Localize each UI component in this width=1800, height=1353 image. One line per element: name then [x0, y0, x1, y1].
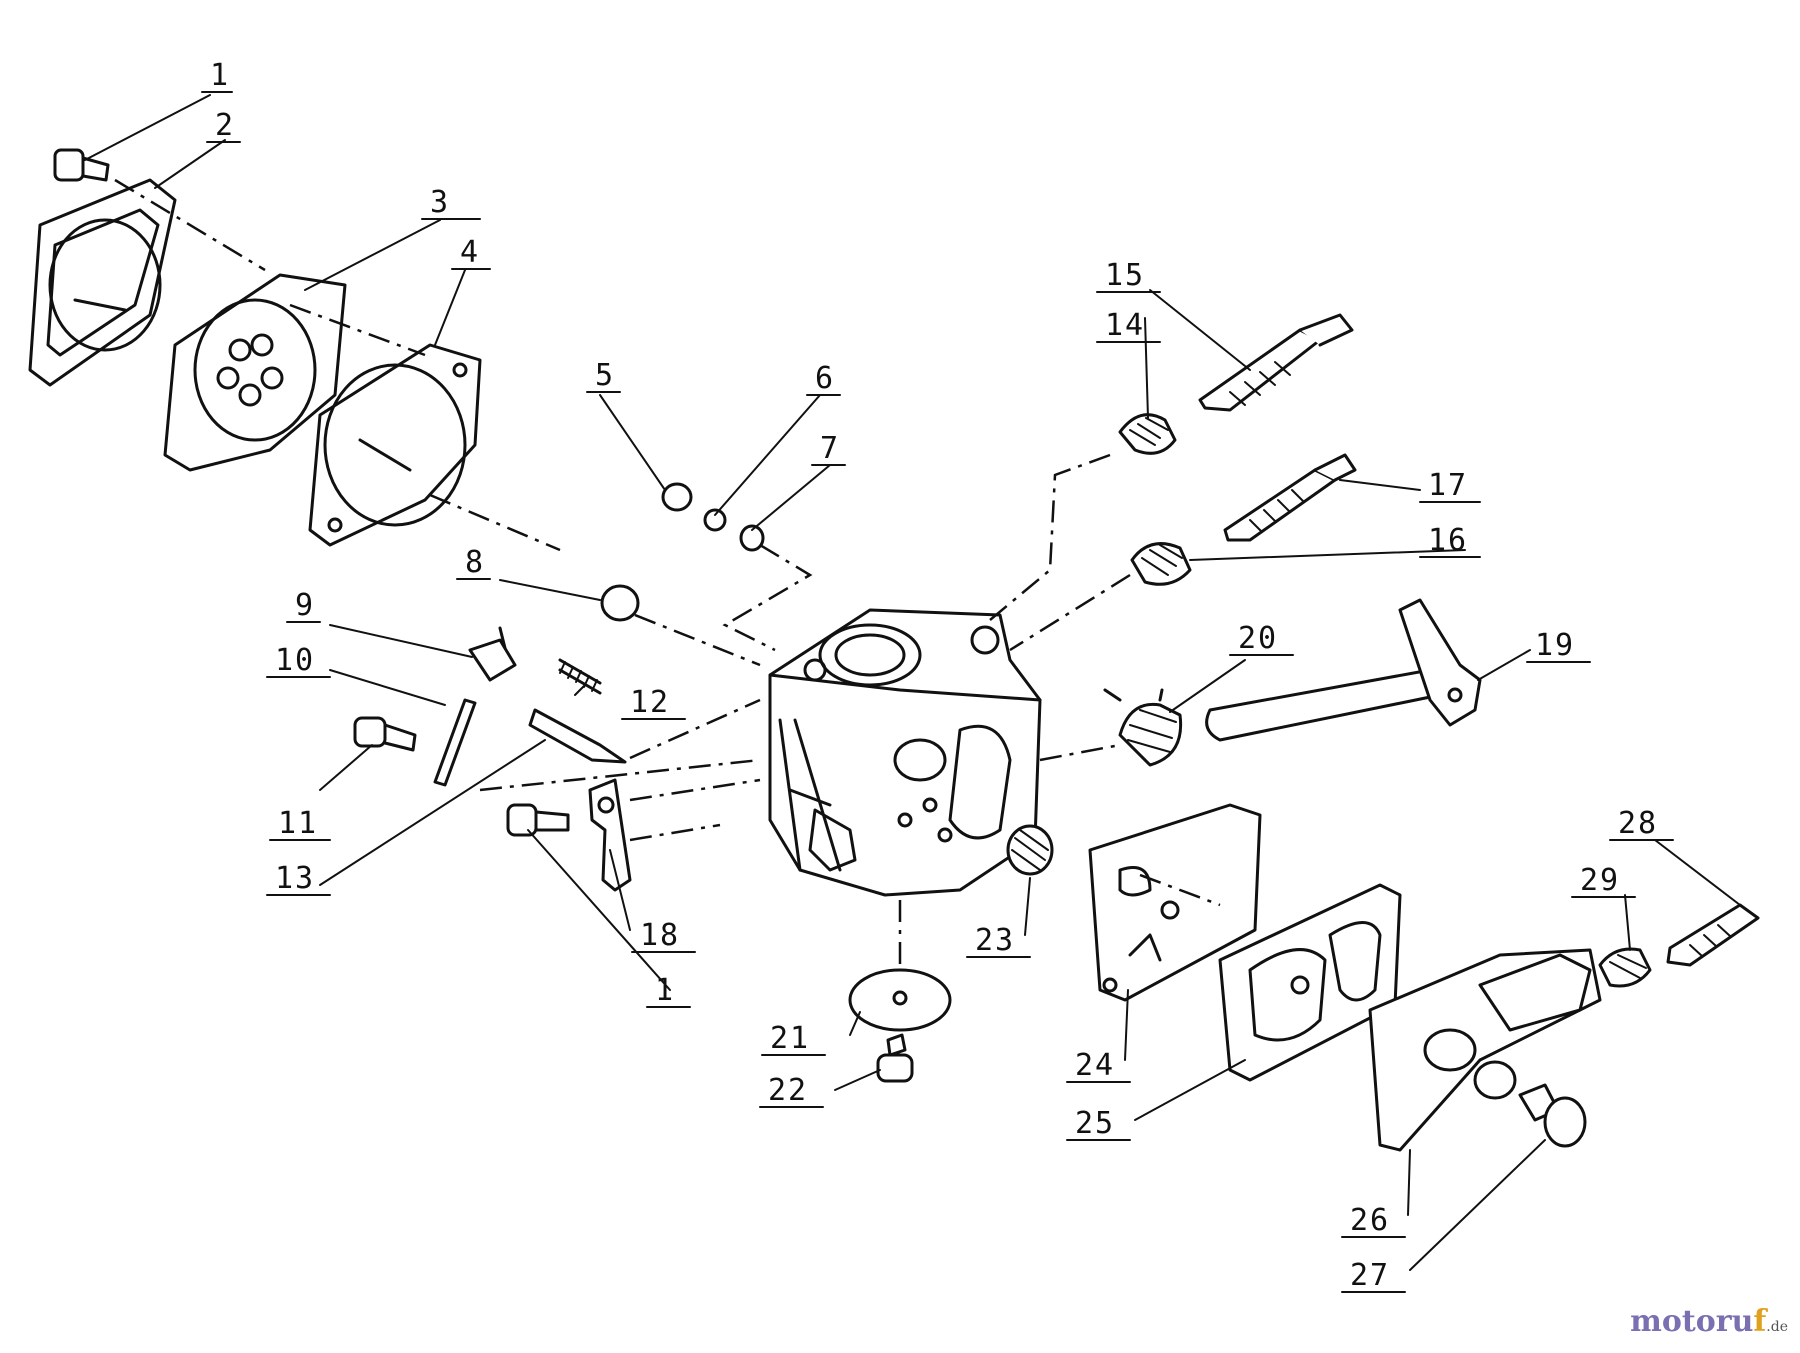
throttle-spring-part-20: [1103, 688, 1183, 767]
watermark-logo: motoruf.de: [1630, 1304, 1788, 1339]
part-label-3: 3: [430, 185, 450, 220]
part-label-19: 19: [1535, 628, 1575, 663]
leader-lines: [84, 94, 1741, 1271]
clip-part-18: [588, 778, 632, 892]
pump-diaphragm-part-3: [163, 273, 347, 472]
part-label-6: 6: [815, 361, 835, 396]
screw-part-27: [1518, 1083, 1587, 1148]
metering-cover-part-26: [1368, 948, 1602, 1152]
part-label-9: 9: [295, 588, 315, 623]
part-label-20: 20: [1238, 621, 1278, 656]
part-label-17: 17: [1428, 468, 1468, 503]
part-label-26: 26: [1350, 1203, 1390, 1238]
part-label-1-lower: 1: [655, 973, 675, 1008]
part-label-4: 4: [460, 235, 480, 270]
gasket-part-24: [1088, 803, 1262, 1002]
part-label-21: 21: [770, 1021, 810, 1056]
part-label-2: 2: [215, 108, 235, 143]
part-label-8: 8: [465, 545, 485, 580]
part-label-14: 14: [1105, 308, 1145, 343]
inlet-lever-part-9: [468, 626, 517, 682]
lever-pin-part-10: [433, 698, 477, 787]
throttle-shaft-part-19: [1205, 598, 1482, 742]
inlet-needle-part-13: [528, 708, 627, 764]
part-labels: 1 2 3 4 5 6 7 8 9 10 11 12 13 14 15 16 1…: [210, 58, 1658, 1293]
pump-cover-part-2: [28, 178, 177, 387]
filter-screen-part-23: [1006, 824, 1054, 876]
watermark-accent: f: [1753, 1304, 1767, 1339]
part-label-23: 23: [975, 923, 1015, 958]
part-label-11: 11: [278, 806, 318, 841]
screw-part-11: [353, 716, 417, 752]
spring-part-16: [1130, 542, 1192, 586]
carburetor-body: [768, 608, 1042, 897]
part-label-12: 12: [630, 685, 670, 720]
part-label-16: 16: [1428, 523, 1468, 558]
washer-part-6: [703, 508, 727, 532]
part-label-1: 1: [210, 58, 230, 93]
filter-part-7: [739, 524, 765, 552]
spring-part-29: [1598, 947, 1652, 988]
part-label-15: 15: [1105, 258, 1145, 293]
part-label-24: 24: [1075, 1048, 1115, 1083]
watermark-tld: .de: [1766, 1319, 1788, 1335]
screw-part-22: [876, 1033, 914, 1083]
part-label-13: 13: [275, 861, 315, 896]
watermark-main: motoru: [1630, 1304, 1754, 1339]
part-label-7: 7: [820, 431, 840, 466]
plug-part-8: [600, 584, 640, 622]
part-label-25: 25: [1075, 1106, 1115, 1141]
needle-part-28: [1666, 903, 1760, 967]
part-label-22: 22: [768, 1073, 808, 1108]
part-label-29: 29: [1580, 863, 1620, 898]
label-underlines: [201, 91, 1674, 1293]
pump-gasket-part-4: [308, 343, 482, 547]
disc-part-21: [848, 968, 952, 1032]
part-label-28: 28: [1618, 806, 1658, 841]
screw-part-1-lower: [506, 803, 570, 837]
part-label-5: 5: [595, 358, 615, 393]
screw-part-1: [53, 148, 110, 182]
part-label-27: 27: [1350, 1258, 1390, 1293]
spring-part-12: [558, 658, 602, 695]
part-label-18: 18: [640, 918, 680, 953]
spring-part-14: [1118, 413, 1177, 455]
idle-needle-part-15: [1198, 313, 1354, 412]
part-label-10: 10: [275, 643, 315, 678]
o-ring-part-5: [661, 482, 693, 512]
high-needle-part-17: [1223, 453, 1357, 542]
